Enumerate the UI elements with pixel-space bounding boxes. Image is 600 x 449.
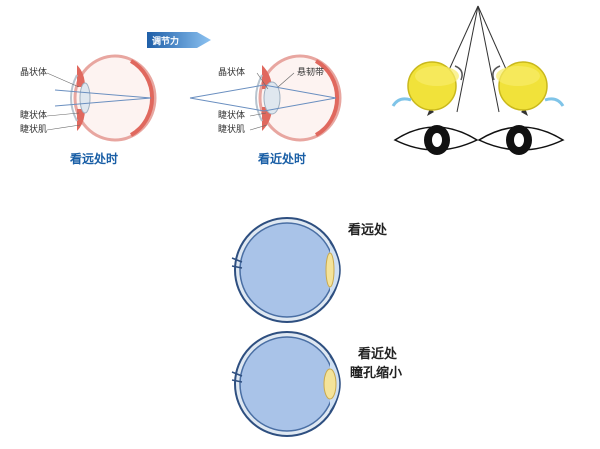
label-ciliary-muscle: 睫状肌	[218, 125, 246, 135]
label-crystalline-lens: 晶状体	[218, 68, 246, 78]
eye-diagram-far	[46, 54, 157, 142]
light-ray	[54, 97, 152, 107]
eyeball-outline	[258, 54, 342, 142]
light-ray	[189, 84, 265, 99]
curved-arrow-icon	[544, 97, 565, 107]
rotation-arrow-icon	[492, 65, 501, 81]
caption-far-large: 看远处	[348, 223, 388, 238]
light-ray	[263, 97, 337, 112]
eye-diagram-near	[189, 54, 342, 142]
cornea	[255, 74, 263, 122]
caption-far: 看远处时	[70, 152, 119, 166]
lens	[325, 252, 335, 288]
convergence-diagram	[391, 5, 565, 155]
light-ray	[54, 89, 152, 99]
lens	[323, 368, 337, 400]
label-ciliary-body: 睫状体	[20, 111, 48, 121]
caption-near-large: 看近处	[358, 347, 398, 362]
label-zonule: 悬韧带	[297, 68, 325, 78]
label-crystalline-lens: 晶状体	[20, 68, 48, 78]
caption-pupil-constriction: 瞳孔缩小	[350, 366, 403, 381]
eyeball-outline	[73, 54, 157, 142]
retina	[129, 59, 154, 137]
eye-cross-section-near	[231, 331, 341, 437]
label-ciliary-body: 睫状体	[218, 111, 246, 121]
curved-arrow-icon	[391, 97, 412, 107]
rotation-arrow-icon	[454, 65, 463, 81]
lens	[263, 81, 281, 115]
ciliary-muscle-bottom	[77, 109, 85, 131]
cornea	[70, 74, 78, 122]
caption-near: 看近处时	[258, 152, 307, 166]
lens	[79, 82, 91, 114]
eye-cross-section-far	[231, 217, 341, 323]
ciliary-muscle-top	[77, 65, 85, 87]
retina	[314, 59, 339, 137]
label-ciliary-muscle: 睫状肌	[20, 125, 48, 135]
light-ray	[189, 97, 265, 112]
accommodation-label: 调节力	[152, 37, 180, 47]
accommodation-arrow-icon	[147, 32, 211, 48]
light-ray	[263, 84, 337, 99]
